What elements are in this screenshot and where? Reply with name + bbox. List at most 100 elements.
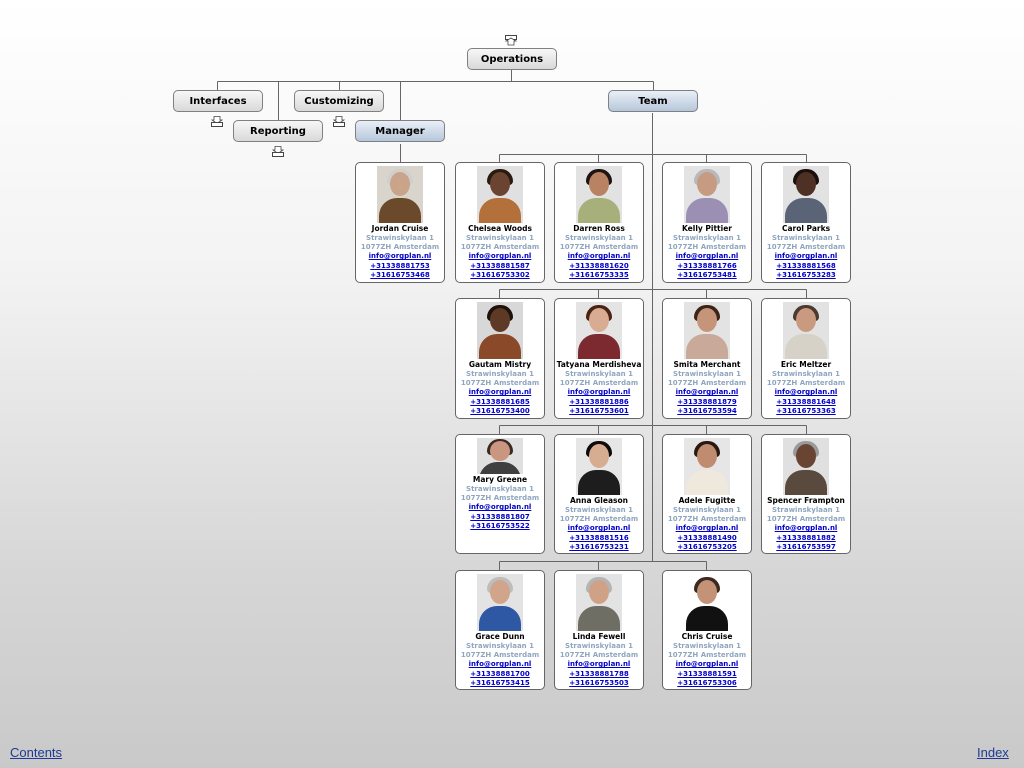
person-email-link[interactable]: info@orgplan.nl xyxy=(774,524,838,533)
person-phone-link[interactable]: +31616753302 xyxy=(470,270,530,279)
person-phone-link[interactable]: +31616753363 xyxy=(776,406,836,415)
person-email-link[interactable]: info@orgplan.nl xyxy=(675,660,739,669)
person-phone-link[interactable]: +31338881490 xyxy=(677,533,737,542)
person-city: 1077ZH Amsterdam xyxy=(766,515,846,524)
person-email-link[interactable]: info@orgplan.nl xyxy=(468,388,532,397)
collapse-up-icon[interactable] xyxy=(505,35,517,46)
node-interfaces[interactable]: Interfaces xyxy=(173,90,263,112)
person-phone-link[interactable]: +31616753594 xyxy=(677,406,737,415)
person-phone-link[interactable]: +31616753283 xyxy=(776,270,836,279)
person-photo xyxy=(477,574,523,631)
person-photo xyxy=(684,166,730,223)
person-street: Strawinskylaan 1 xyxy=(565,642,633,650)
person-email-link[interactable]: info@orgplan.nl xyxy=(567,524,631,533)
person-phone-link[interactable]: +31338881700 xyxy=(470,669,530,678)
person-phone-link[interactable]: +31616753597 xyxy=(776,542,836,551)
person-phone-link[interactable]: +31338881685 xyxy=(470,397,530,406)
person-phone-link[interactable]: +31338881591 xyxy=(677,669,737,678)
person-street: Strawinskylaan 1 xyxy=(466,234,534,242)
person-street: Strawinskylaan 1 xyxy=(772,234,840,242)
person-name: Jordan Cruise xyxy=(371,224,429,233)
person-phone-link[interactable]: +31338881882 xyxy=(776,533,836,542)
person-email-link[interactable]: info@orgplan.nl xyxy=(774,388,838,397)
person-phone-link[interactable]: +31616753415 xyxy=(470,678,530,687)
person-phone-link[interactable]: +31338881766 xyxy=(677,261,737,270)
person-name: Anna Gleason xyxy=(570,496,628,505)
index-link[interactable]: Index xyxy=(977,745,1009,760)
person-name: Smita Merchant xyxy=(673,360,741,369)
person-email-link[interactable]: info@orgplan.nl xyxy=(468,660,532,669)
person-phone-link[interactable]: +31338881753 xyxy=(370,261,430,270)
person-phone-link[interactable]: +31338881886 xyxy=(569,397,629,406)
person-phone-link[interactable]: +31616753306 xyxy=(677,678,737,687)
expand-down-icon[interactable] xyxy=(333,116,345,127)
person-photo xyxy=(477,438,523,474)
person-phone-link[interactable]: +31338881807 xyxy=(470,512,530,521)
person-phone-link[interactable]: +31616753503 xyxy=(569,678,629,687)
person-name: Carol Parks xyxy=(781,224,831,233)
expand-down-icon[interactable] xyxy=(211,116,223,127)
person-phone-link[interactable]: +31338881620 xyxy=(569,261,629,270)
person-phone-link[interactable]: +31338881788 xyxy=(569,669,629,678)
person-phone-link[interactable]: +31338881587 xyxy=(470,261,530,270)
person-phone-link[interactable]: +31338881879 xyxy=(677,397,737,406)
person-phone-link[interactable]: +31616753522 xyxy=(470,521,530,530)
person-email-link[interactable]: info@orgplan.nl xyxy=(774,252,838,261)
person-name: Mary Greene xyxy=(472,475,528,484)
person-email-link[interactable]: info@orgplan.nl xyxy=(675,524,739,533)
node-manager[interactable]: Manager xyxy=(355,120,445,142)
person-city: 1077ZH Amsterdam xyxy=(667,243,747,252)
person-street: Strawinskylaan 1 xyxy=(466,642,534,650)
person-photo xyxy=(576,302,622,359)
person-phone-link[interactable]: +31616753335 xyxy=(569,270,629,279)
person-email-link[interactable]: info@orgplan.nl xyxy=(368,252,432,261)
person-phone-link[interactable]: +31616753481 xyxy=(677,270,737,279)
person-phone-link[interactable]: +31338881568 xyxy=(776,261,836,270)
person-phone-link[interactable]: +31338881648 xyxy=(776,397,836,406)
person-city: 1077ZH Amsterdam xyxy=(460,243,540,252)
person-name: Darren Ross xyxy=(573,224,625,233)
node-operations[interactable]: Operations xyxy=(467,48,557,70)
person-phone-link[interactable]: +31616753601 xyxy=(569,406,629,415)
person-city: 1077ZH Amsterdam xyxy=(559,379,639,388)
person-email-link[interactable]: info@orgplan.nl xyxy=(675,388,739,397)
person-photo xyxy=(477,166,523,223)
person-email-link[interactable]: info@orgplan.nl xyxy=(468,252,532,261)
person-email-link[interactable]: info@orgplan.nl xyxy=(567,388,631,397)
expand-down-icon[interactable] xyxy=(272,146,284,157)
person-city: 1077ZH Amsterdam xyxy=(559,243,639,252)
person-photo xyxy=(684,302,730,359)
node-customizing[interactable]: Customizing xyxy=(294,90,384,112)
person-email-link[interactable]: info@orgplan.nl xyxy=(567,660,631,669)
contents-link[interactable]: Contents xyxy=(10,745,63,760)
person-email-link[interactable]: info@orgplan.nl xyxy=(468,503,532,512)
person-phone-link[interactable]: +31616753205 xyxy=(677,542,737,551)
person-phone-link[interactable]: +31338881516 xyxy=(569,533,629,542)
person-phone-link[interactable]: +31616753468 xyxy=(370,270,430,279)
person-street: Strawinskylaan 1 xyxy=(673,642,741,650)
node-reporting[interactable]: Reporting xyxy=(233,120,323,142)
person-phone-link[interactable]: +31616753400 xyxy=(470,406,530,415)
person-city: 1077ZH Amsterdam xyxy=(559,651,639,660)
person-email-link[interactable]: info@orgplan.nl xyxy=(675,252,739,261)
person-name: Chris Cruise xyxy=(681,632,733,641)
person-phone-link[interactable]: +31616753231 xyxy=(569,542,629,551)
node-team[interactable]: Team xyxy=(608,90,698,112)
person-email-link[interactable]: info@orgplan.nl xyxy=(567,252,631,261)
